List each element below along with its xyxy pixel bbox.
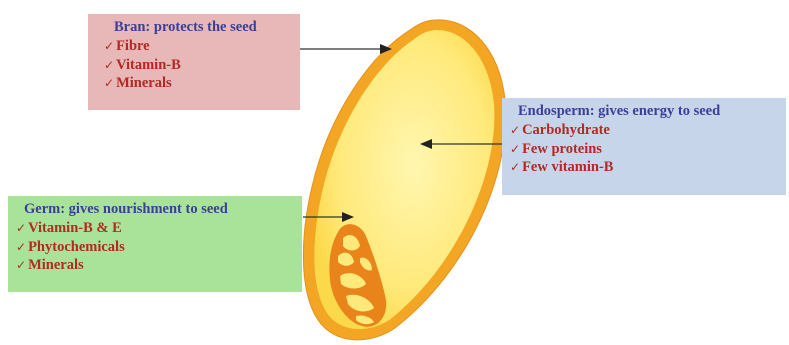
list-item: ✓Few proteins [510,140,778,159]
bran-pointer-arrow [300,44,392,54]
endosperm-info-box: Endosperm: gives energy to seed ✓Carbohy… [502,98,786,195]
check-icon: ✓ [104,39,114,53]
germ-list: ✓Vitamin-B & E ✓Phytochemicals ✓Minerals [16,219,294,275]
list-item: ✓Few vitamin-B [510,158,778,177]
list-item: ✓Carbohydrate [510,121,778,140]
check-icon: ✓ [104,76,114,90]
check-icon: ✓ [510,142,520,156]
check-icon: ✓ [104,58,114,72]
check-icon: ✓ [16,258,26,272]
germ-title: Germ: gives nourishment to seed [16,200,294,219]
check-icon: ✓ [16,240,26,254]
list-item: ✓Vitamin-B [104,56,292,75]
list-item: ✓Vitamin-B & E [16,219,294,238]
list-item: ✓Minerals [104,74,292,93]
bran-info-box: Bran: protects the seed ✓Fibre ✓Vitamin-… [88,14,300,110]
list-item: ✓Minerals [16,256,294,275]
endosperm-title: Endosperm: gives energy to seed [510,102,778,121]
check-icon: ✓ [510,123,520,137]
germ-info-box: Germ: gives nourishment to seed ✓Vitamin… [8,196,302,292]
endosperm-list: ✓Carbohydrate ✓Few proteins ✓Few vitamin… [510,121,778,177]
bran-list: ✓Fibre ✓Vitamin-B ✓Minerals [104,37,292,93]
check-icon: ✓ [510,160,520,174]
bran-title: Bran: protects the seed [104,18,292,37]
list-item: ✓Fibre [104,37,292,56]
check-icon: ✓ [16,221,26,235]
list-item: ✓Phytochemicals [16,238,294,257]
